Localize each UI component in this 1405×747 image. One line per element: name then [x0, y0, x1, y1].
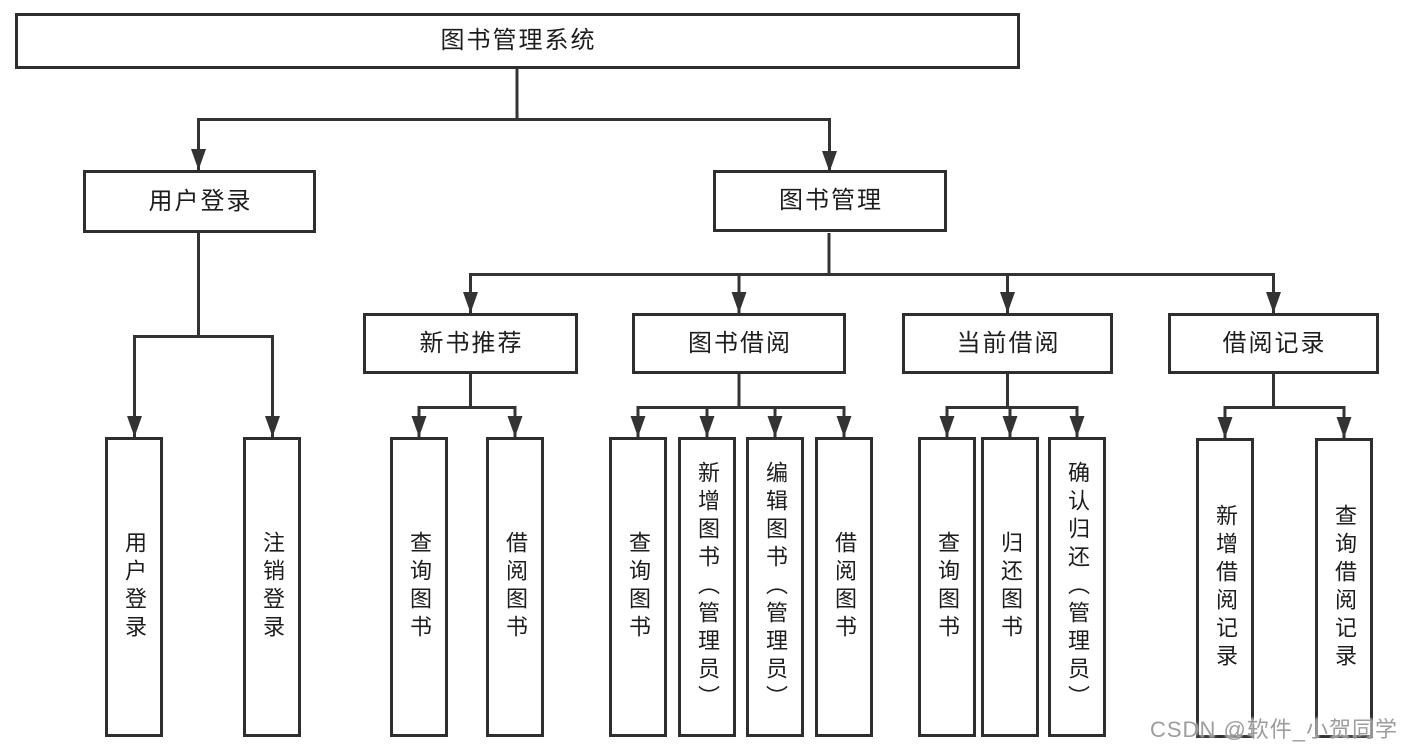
arrowhead	[1266, 292, 1281, 313]
leaf-query-borrow-record: 查询借阅记录	[1315, 438, 1373, 738]
leaf-query-borrow-record-label: 查询借阅记录	[1332, 504, 1357, 672]
arrowhead	[699, 416, 715, 437]
arrowhead	[1217, 417, 1233, 438]
node-borrow-records-label: 借阅记录	[1222, 329, 1327, 357]
leaf-query-books-3-label: 查询图书	[935, 531, 960, 643]
arrowhead	[127, 416, 142, 437]
leaf-query-books-2: 查询图书	[609, 437, 667, 737]
csdn-watermark: CSDN @软件_小贺同学	[1150, 717, 1399, 742]
leaf-return-book-label: 归还图书	[998, 531, 1023, 643]
node-book-management-label: 图书管理	[779, 187, 883, 214]
leaf-return-book: 归还图书	[981, 437, 1039, 737]
arrowhead	[265, 416, 280, 437]
leaf-user-login: 用户登录	[105, 437, 163, 737]
node-current-borrow-label: 当前借阅	[956, 329, 1061, 357]
node-root-label: 图书管理系统	[440, 27, 597, 54]
wire-root-to-level2	[197, 69, 831, 172]
leaf-query-books-1: 查询图书	[390, 437, 448, 737]
leaf-borrow-books-2: 借阅图书	[815, 437, 873, 737]
arrowhead	[836, 416, 852, 437]
leaf-add-book-admin: 新增图书（管理员）	[678, 437, 736, 737]
leaf-add-borrow-record: 新增借阅记录	[1196, 438, 1254, 738]
leaf-edit-book-admin-label: 编辑图书（管理员）	[763, 461, 788, 713]
node-new-book-recommend: 新书推荐	[363, 313, 578, 374]
leaf-query-books-3: 查询图书	[918, 437, 976, 737]
node-book-borrow-label: 图书借阅	[688, 329, 792, 357]
node-new-book-recommend-label: 新书推荐	[419, 329, 524, 357]
arrowhead	[767, 416, 783, 437]
leaf-logout-label: 注销登录	[260, 531, 285, 643]
arrowhead	[939, 416, 955, 437]
leaf-borrow-books-1: 借阅图书	[486, 437, 544, 737]
node-borrow-records: 借阅记录	[1168, 313, 1379, 374]
leaf-borrow-books-1-label: 借阅图书	[503, 531, 528, 643]
node-current-borrow: 当前借阅	[902, 313, 1113, 374]
leaf-confirm-return-admin: 确认归还（管理员）	[1048, 437, 1106, 737]
leaf-query-books-1-label: 查询图书	[407, 531, 432, 643]
leaf-borrow-books-2-label: 借阅图书	[832, 531, 857, 643]
arrowhead	[191, 149, 206, 170]
leaf-user-login-label: 用户登录	[122, 531, 147, 643]
leaf-query-books-2-label: 查询图书	[626, 531, 651, 643]
node-book-management: 图书管理	[713, 170, 947, 232]
node-user-login: 用户登录	[83, 170, 316, 233]
arrowhead	[630, 416, 646, 437]
arrowhead	[822, 151, 837, 172]
arrowhead	[411, 416, 427, 437]
arrowhead	[507, 416, 523, 437]
leaf-logout: 注销登录	[243, 437, 301, 737]
wire-user-login-branch	[133, 233, 274, 437]
wire-book-borrow-group	[636, 374, 846, 437]
leaf-confirm-return-admin-label: 确认归还（管理员）	[1065, 461, 1090, 713]
wire-book-mgmt-to-level3	[469, 233, 1275, 313]
arrowhead	[1336, 417, 1352, 438]
leaf-edit-book-admin: 编辑图书（管理员）	[746, 437, 804, 737]
arrowhead	[1002, 416, 1018, 437]
arrowhead	[463, 292, 478, 313]
arrowhead	[1069, 416, 1085, 437]
wire-new-book-group	[417, 374, 517, 437]
node-root: 图书管理系统	[15, 13, 1020, 69]
leaf-add-borrow-record-label: 新增借阅记录	[1213, 504, 1238, 672]
arrowhead	[1000, 292, 1015, 313]
leaf-add-book-admin-label: 新增图书（管理员）	[695, 461, 720, 713]
node-book-borrow: 图书借阅	[632, 313, 846, 374]
node-user-login-label: 用户登录	[148, 187, 253, 215]
arrowhead	[731, 292, 747, 313]
wire-borrow-records-group	[1223, 374, 1346, 438]
